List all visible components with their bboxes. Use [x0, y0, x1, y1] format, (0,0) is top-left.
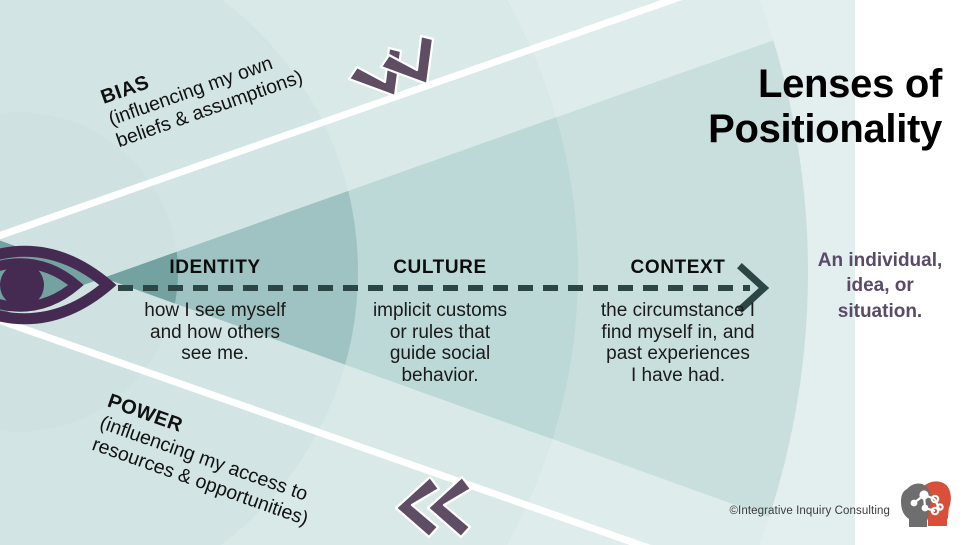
band-identity-line-3: see me.: [181, 343, 249, 365]
band-context-body: the circumstance I find myself in, and p…: [578, 300, 778, 387]
double-chevron-down-left-icon: [394, 475, 473, 539]
two-heads-network-logo-icon: [901, 481, 951, 527]
band-culture-line-2: or rules that: [389, 321, 491, 343]
band-context-line-1: the circumstance I: [600, 300, 756, 321]
definition-caption: An individual, idea, or situation.: [790, 248, 970, 324]
page-title-line-1: Lenses of: [757, 62, 942, 106]
definition-caption-line-1: An individual,: [817, 250, 943, 271]
definition-caption-line-2: idea, or: [846, 275, 914, 297]
definition-caption-line-3: situation.: [837, 300, 923, 322]
eye-icon: [0, 245, 117, 325]
band-culture-body: implicit customs or rules that guide soc…: [340, 300, 540, 387]
page-title: Lenses of Positionality: [612, 62, 942, 152]
band-context-title: CONTEXT: [630, 257, 726, 278]
band-context-line-4: I have had.: [630, 364, 726, 386]
band-identity-title: IDENTITY: [169, 257, 261, 278]
copyright-text: ©Integrative Inquiry Consulting: [729, 505, 890, 517]
band-identity-line-2: and how others: [150, 321, 280, 343]
band-context-line-2: find myself in, and: [601, 321, 755, 343]
band-culture-line-1: implicit customs: [372, 300, 508, 321]
band-identity-line-1: how I see myself: [144, 300, 286, 321]
band-identity-body: how I see myself and how others see me.: [115, 300, 315, 365]
dashed-right-arrow-icon: [118, 263, 770, 313]
band-culture-line-4: behavior.: [401, 364, 479, 386]
band-culture-title: CULTURE: [393, 257, 487, 278]
cone-edge-lines: [0, 0, 683, 545]
band-culture-line-3: guide social: [389, 343, 491, 365]
band-context-line-3: past experiences: [606, 343, 750, 365]
page-title-line-2: Positionality: [708, 106, 942, 151]
double-chevron-up-right-icon: [347, 34, 435, 98]
